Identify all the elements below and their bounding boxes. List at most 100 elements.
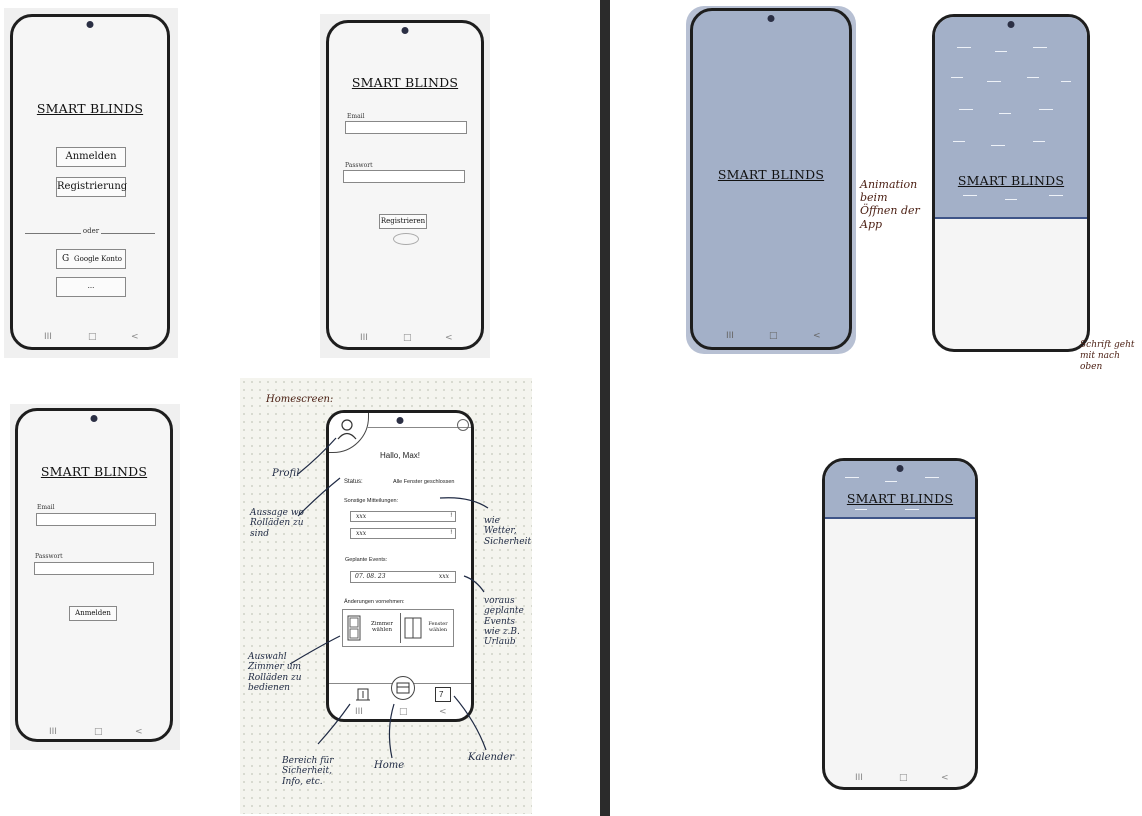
brand-title: SMART BLINDS — [36, 101, 144, 116]
password-label: Passwort — [35, 553, 63, 560]
brand-title: SMART BLINDS — [846, 491, 954, 506]
rooms-button-label: Zimmer wählen — [371, 621, 393, 633]
camera-icon — [1007, 21, 1015, 28]
nav-bar: III □ < — [18, 727, 170, 739]
back-icon[interactable]: < — [813, 331, 821, 341]
message-item[interactable]: xxx ! — [350, 528, 456, 539]
camera-icon — [86, 21, 94, 28]
camera-icon — [767, 15, 775, 22]
phone-splash: SMART BLINDS III □ < — [690, 8, 852, 350]
calendar-icon[interactable]: 7 — [435, 687, 451, 702]
alert-icon: ! — [450, 530, 452, 536]
panel-divider — [600, 0, 610, 816]
password-label: Passwort — [345, 162, 373, 169]
alert-icon: ! — [450, 513, 452, 519]
changes-label: Änderungen vornehmen: — [344, 599, 405, 605]
door-icon — [347, 615, 361, 641]
messages-label: Sonstige Mitteilungen: — [344, 498, 399, 504]
back-icon[interactable]: < — [131, 332, 139, 342]
email-label: Email — [347, 113, 365, 120]
back-icon[interactable]: < — [941, 773, 949, 783]
blinds-icon — [396, 682, 410, 694]
panel-divider-line — [400, 613, 401, 643]
annotation-messages: wie Wetter, Sicherheit — [484, 516, 532, 547]
camera-icon — [401, 27, 409, 34]
annotation-open-animation: Animation beim Öffnen der App — [860, 178, 920, 231]
windows-button-label: Fenster wählen — [428, 621, 448, 633]
email-label: Email — [37, 504, 55, 511]
password-field[interactable] — [34, 562, 154, 575]
blinds-overlay — [935, 17, 1087, 219]
event-text: xxx — [438, 573, 449, 580]
annotation-home: Home — [374, 760, 405, 771]
corner-arc — [367, 427, 471, 428]
email-field[interactable] — [36, 513, 156, 526]
message-text: xxx — [356, 530, 367, 537]
nav-bar: III □ < — [13, 332, 167, 346]
password-field[interactable] — [343, 170, 465, 183]
phone-start: SMART BLINDS Anmelden Registrierung oder… — [10, 14, 170, 350]
phone-register: SMART BLINDS Email Passwort Registrieren… — [326, 20, 484, 350]
recent-apps-icon[interactable]: III — [726, 331, 734, 341]
home-nav-icon[interactable]: □ — [769, 331, 778, 341]
google-icon: G — [62, 254, 70, 264]
login-button[interactable]: Anmelden — [56, 147, 126, 167]
greeting-text: Hallo, Max! — [379, 451, 420, 460]
annotation-calendar: Kalender — [468, 752, 515, 763]
nav-bar: III □ < — [329, 707, 471, 719]
google-button-label: Google Konto — [74, 255, 122, 263]
more-options-button[interactable]: ... — [56, 277, 126, 297]
event-item[interactable]: 07. 08. 23 xxx — [350, 571, 456, 583]
message-item[interactable]: xxx ! — [350, 511, 456, 522]
scribble-mark — [393, 233, 419, 245]
security-tower-icon[interactable] — [355, 686, 371, 702]
camera-icon — [896, 465, 904, 472]
window-icon — [404, 617, 422, 639]
home-nav-icon[interactable]: □ — [899, 773, 908, 783]
recent-apps-icon[interactable]: III — [855, 773, 863, 783]
annotation-security: Bereich für Sicherheit, Info, etc. — [282, 756, 334, 787]
nav-bar: III □ < — [329, 333, 481, 347]
nav-bar: III □ < — [693, 331, 849, 345]
profile-icon — [337, 419, 357, 440]
home-nav-icon[interactable]: □ — [94, 727, 103, 737]
back-icon[interactable]: < — [135, 727, 143, 737]
divider-line-right — [101, 233, 155, 234]
status-value: Alle Fenster geschlossen — [393, 479, 455, 485]
recent-apps-icon[interactable]: III — [44, 332, 52, 342]
recent-apps-icon[interactable]: III — [355, 707, 363, 717]
annotation-rooms: Auswahl Zimmer um Rolläden zu bedienen — [248, 652, 302, 694]
register-button[interactable]: Registrierung — [56, 177, 127, 197]
status-label: Status: — [344, 479, 363, 485]
recent-apps-icon[interactable]: III — [360, 333, 368, 343]
home-nav-icon[interactable]: □ — [403, 333, 412, 343]
annotation-text-moves-up: Schrift geht mit nach oben — [1080, 340, 1135, 372]
camera-icon — [90, 415, 98, 422]
top-right-circle-icon — [457, 419, 469, 431]
calendar-day: 7 — [439, 690, 444, 699]
register-submit-button[interactable]: Registrieren — [379, 214, 427, 229]
home-nav-icon[interactable]: □ — [399, 707, 408, 717]
brand-title: SMART BLINDS — [957, 173, 1065, 188]
home-nav-icon[interactable]: □ — [88, 332, 97, 342]
camera-icon — [396, 417, 404, 424]
phone-homescreen: Hallo, Max! Status: Alle Fenster geschlo… — [326, 410, 474, 722]
message-text: xxx — [356, 513, 367, 520]
divider-line-left — [25, 233, 81, 234]
windows-button[interactable]: Fenster wählen — [402, 612, 452, 644]
back-icon[interactable]: < — [439, 707, 447, 717]
login-submit-button[interactable]: Anmelden — [69, 606, 117, 621]
rooms-button[interactable]: Zimmer wählen — [345, 612, 399, 644]
email-field[interactable] — [345, 121, 467, 134]
homescreen-heading-note: Homescreen: — [266, 394, 334, 405]
recent-apps-icon[interactable]: III — [49, 727, 57, 737]
nav-bar: III □ < — [825, 773, 975, 787]
changes-panel: Zimmer wählen Fenster wählen — [342, 609, 454, 647]
home-button[interactable] — [391, 676, 415, 700]
brand-title: SMART BLINDS — [351, 75, 459, 90]
google-login-button[interactable]: G Google Konto — [56, 249, 126, 269]
events-label: Geplante Events: — [345, 557, 388, 563]
phone-blinds-raised: SMART BLINDS III □ < — [822, 458, 978, 790]
event-date: 07. 08. 23 — [355, 573, 386, 580]
back-icon[interactable]: < — [445, 333, 453, 343]
